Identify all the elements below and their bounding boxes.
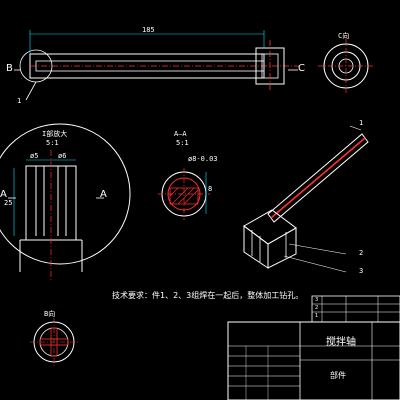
detail-i-label: I部放大 xyxy=(42,130,68,138)
bom-row-2: 2 xyxy=(315,305,319,311)
bom-row-3: 3 xyxy=(315,297,319,303)
marker-a-left: A xyxy=(0,189,7,200)
section-aa-view xyxy=(158,168,210,220)
dim-detail-height: 25 xyxy=(4,199,13,207)
dim-overall-length: 185 xyxy=(142,26,155,34)
title-part-name: 搅拌轴 xyxy=(326,337,356,348)
detail-i-view xyxy=(0,123,131,280)
bom-row-1: 1 xyxy=(315,313,319,319)
dim-detail-width-a: ø5 xyxy=(30,152,39,160)
shaft-elevation-view xyxy=(14,30,300,101)
detail-i-scale: 5:1 xyxy=(46,139,59,147)
leader-label-1: 1 xyxy=(17,97,22,105)
marker-a-right: A xyxy=(100,189,107,200)
callout-3: 3 xyxy=(359,267,364,275)
marker-c: C xyxy=(298,63,305,74)
callout-2: 2 xyxy=(359,249,364,257)
title-subtitle: 部件 xyxy=(330,371,346,380)
view-b-label: B向 xyxy=(44,310,56,318)
view-c-circle xyxy=(318,38,374,94)
callout-1: 1 xyxy=(359,119,364,127)
small-cross-view xyxy=(30,318,78,366)
title-block-lines xyxy=(227,295,400,400)
isometric-assembly xyxy=(243,125,369,273)
dim-section-dia: ø8-0.03 xyxy=(188,155,218,163)
section-aa-scale: 5:1 xyxy=(176,139,189,147)
dim-section-width: 8 xyxy=(208,185,213,193)
dim-detail-width-b: ø6 xyxy=(58,152,67,160)
technical-note: 技术要求：件1、2、3组焊在一起后，整体加工钻孔。 xyxy=(112,291,304,300)
section-aa-label: A—A xyxy=(174,130,187,138)
marker-b: B xyxy=(6,63,13,74)
view-c-label: C向 xyxy=(338,32,350,40)
